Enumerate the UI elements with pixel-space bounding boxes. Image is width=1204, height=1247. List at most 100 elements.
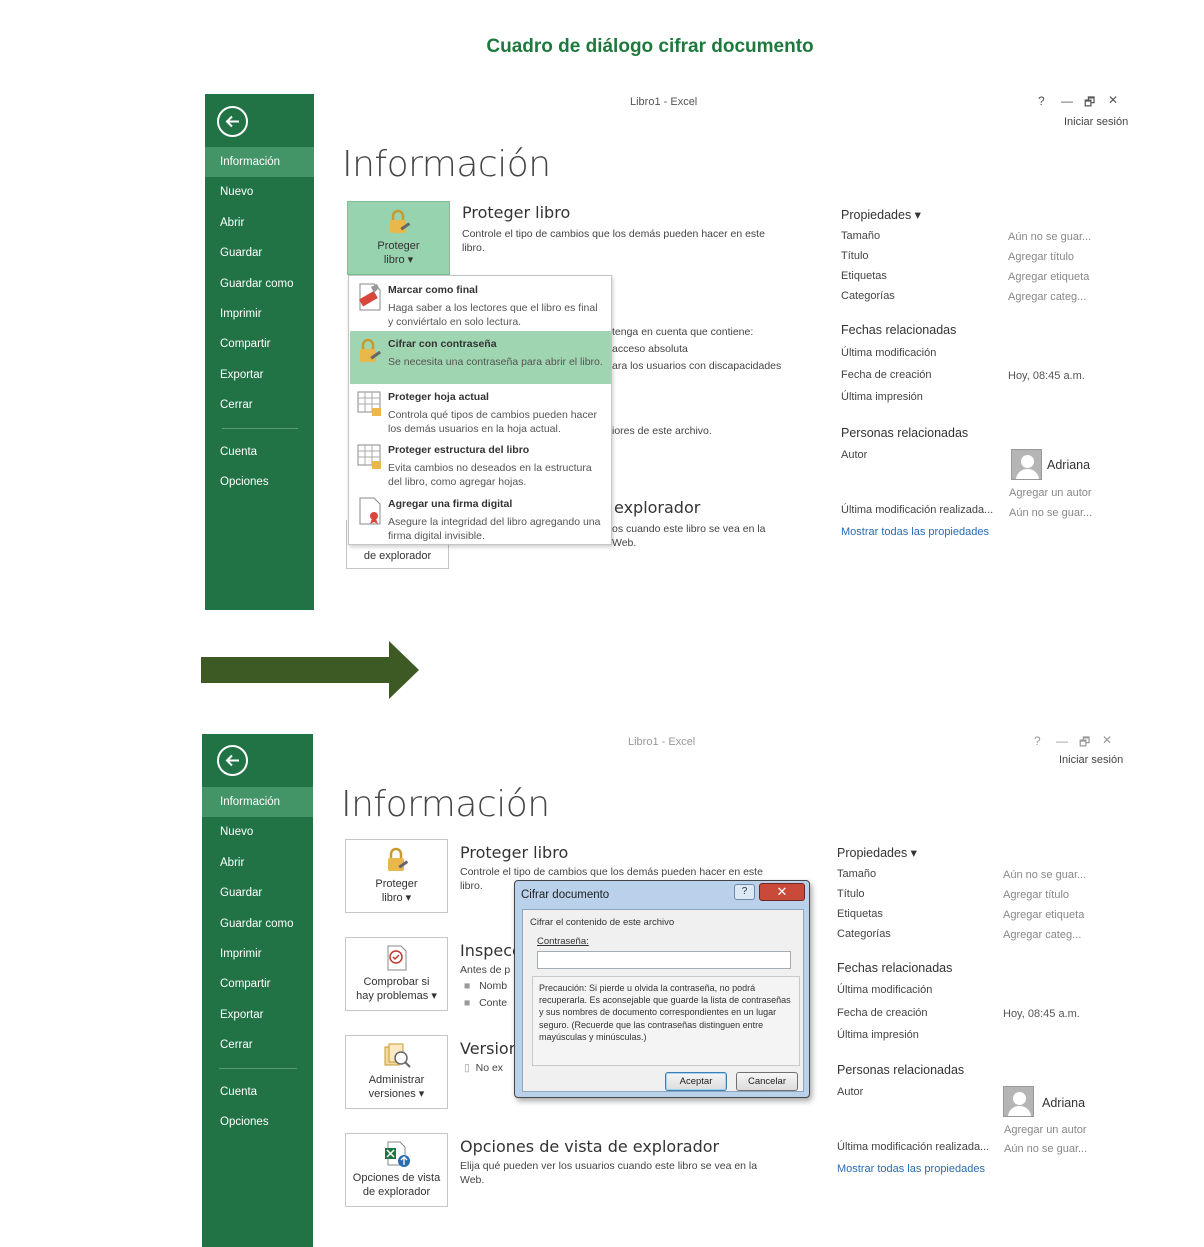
nav-item-opciones[interactable]: Opciones	[220, 475, 269, 488]
cancel-button[interactable]: Cancelar	[736, 1072, 798, 1091]
show-all-properties-link[interactable]: Mostrar todas las propiedades	[841, 526, 989, 538]
prop-value-tags[interactable]: Agregar etiqueta	[1008, 271, 1090, 283]
menu-item-protect-structure-title: Proteger estructura del libro	[388, 444, 530, 456]
nav-item-abrir[interactable]: Abrir	[220, 216, 245, 229]
nav-item-exportar[interactable]: Exportar	[220, 368, 264, 381]
dates-header: Fechas relacionadas	[837, 961, 953, 975]
last-modified-by-label: Última modificación realizada...	[841, 504, 994, 516]
figure-heading: Cuadro de diálogo cifrar documento	[486, 36, 814, 57]
nav-item-guardar[interactable]: Guardar	[220, 247, 263, 260]
properties-header[interactable]: Propiedades ▾	[841, 208, 921, 222]
date-label-created: Fecha de creación	[837, 1007, 928, 1019]
password-input[interactable]	[537, 951, 791, 969]
protect-workbook-button[interactable]: Proteger libro ▾	[347, 201, 450, 275]
close-icon[interactable]: ✕	[1102, 734, 1113, 747]
date-label-modified: Última modificación	[837, 984, 933, 996]
browser-section-title-fragment: explorador	[614, 498, 701, 517]
protect-tile-label-2: libro ▾	[383, 254, 414, 266]
menu-item-protect-structure-desc: Evita cambios no deseados en la estructu…	[388, 462, 592, 488]
prop-value-tags[interactable]: Agregar etiqueta	[1003, 909, 1085, 921]
browser-section-title: Opciones de vista de explorador	[460, 1137, 720, 1156]
minimize-icon[interactable]: —	[1061, 94, 1073, 108]
signin-link[interactable]: Iniciar sesión	[1064, 116, 1129, 128]
dialog-help-icon[interactable]: ?	[734, 884, 755, 900]
prop-label-title: Título	[841, 250, 869, 262]
nav-item-guardar[interactable]: Guardar	[220, 887, 263, 900]
inspect-tile-label-2: hay problemas ▾	[356, 990, 437, 1002]
document-check-icon	[387, 945, 406, 971]
prop-label-size: Tamaño	[837, 868, 877, 880]
nav-item-guardar-como[interactable]: Guardar como	[220, 917, 294, 930]
menu-item-protect-sheet-title: Proteger hoja actual	[388, 391, 489, 403]
menu-item-mark-final[interactable]: Marcar como final Haga saber a los lecto…	[350, 277, 611, 330]
restore-icon[interactable]: 🗗	[1084, 95, 1096, 109]
nav-item-nuevo[interactable]: Nuevo	[220, 186, 254, 199]
window-title: Libro1 - Excel	[630, 96, 698, 108]
inspect-tile-label-1: Comprobar si	[363, 976, 430, 988]
nav-item-nuevo[interactable]: Nuevo	[220, 826, 254, 839]
protect-section-title: Proteger libro	[462, 203, 571, 222]
protect-tile-label-1: Proteger	[375, 878, 418, 890]
sheet-lock-icon	[357, 391, 381, 416]
nav-item-informacion[interactable]: Información	[202, 787, 313, 818]
nav-item-imprimir[interactable]: Imprimir	[220, 307, 262, 320]
nav-item-compartir[interactable]: Compartir	[220, 978, 271, 991]
protect-workbook-button[interactable]: Proteger libro ▾	[345, 839, 448, 913]
excel-backstage-bottom: Información Nuevo Abrir Guardar Guardar …	[202, 734, 1130, 1247]
add-author-link[interactable]: Agregar un autor	[1009, 487, 1092, 499]
nav-item-opciones[interactable]: Opciones	[220, 1115, 269, 1128]
people-header: Personas relacionadas	[841, 426, 969, 440]
prop-label-size: Tamaño	[841, 230, 881, 242]
add-author-link[interactable]: Agregar un autor	[1004, 1124, 1087, 1136]
nav-item-guardar-como[interactable]: Guardar como	[220, 277, 294, 290]
nav-item-compartir[interactable]: Compartir	[220, 338, 271, 351]
back-arrow-icon[interactable]	[217, 106, 248, 137]
minimize-icon[interactable]: —	[1056, 734, 1068, 748]
menu-item-encrypt-password[interactable]: Cifrar con contraseña Se necesita una co…	[350, 331, 611, 384]
prop-value-categories[interactable]: Agregar categ...	[1003, 929, 1082, 941]
last-modified-by-value: Aún no se guar...	[1004, 1143, 1088, 1155]
menu-item-protect-sheet[interactable]: Proteger hoja actual Controla qué tipos …	[350, 384, 611, 437]
prop-value-title[interactable]: Agregar título	[1003, 889, 1070, 901]
manage-versions-button[interactable]: Administrar versiones ▾	[345, 1035, 448, 1109]
restore-icon[interactable]: 🗗	[1079, 735, 1091, 749]
nav-item-cuenta[interactable]: Cuenta	[220, 1085, 258, 1098]
show-all-properties-link[interactable]: Mostrar todas las propiedades	[837, 1163, 985, 1175]
date-label-printed: Última impresión	[837, 1029, 919, 1041]
structure-lock-icon	[357, 444, 381, 469]
check-issues-button[interactable]: Comprobar si hay problemas ▾	[345, 937, 448, 1011]
versions-section-desc: ▯ No ex	[464, 1062, 504, 1074]
ok-button[interactable]: Aceptar	[665, 1072, 727, 1091]
password-label: Contraseña:	[537, 936, 589, 947]
prop-value-title[interactable]: Agregar título	[1008, 251, 1075, 263]
nav-item-imprimir[interactable]: Imprimir	[220, 947, 262, 960]
prop-label-title: Título	[837, 888, 865, 900]
properties-header[interactable]: Propiedades ▾	[837, 846, 917, 860]
nav-item-cuenta[interactable]: Cuenta	[220, 445, 258, 458]
nav-item-cerrar[interactable]: Cerrar	[220, 399, 253, 412]
help-icon[interactable]: ?	[1038, 94, 1045, 108]
menu-item-protect-structure[interactable]: Proteger estructura del libro Evita camb…	[350, 437, 611, 490]
excel-backstage-top: Información Nuevo Abrir Guardar Guardar …	[205, 94, 1133, 610]
author-label: Autor	[841, 449, 868, 461]
nav-item-informacion[interactable]: Información	[205, 147, 314, 178]
browser-section-desc: Elija qué pueden ver los usuarios cuando…	[460, 1160, 758, 1186]
prop-label-categories: Categorías	[837, 928, 891, 940]
menu-item-digital-signature[interactable]: Agregar una firma digital Asegure la int…	[350, 491, 611, 544]
protect-workbook-menu: Marcar como final Haga saber a los lecto…	[348, 275, 612, 545]
dialog-close-icon[interactable]: ✕	[759, 883, 805, 901]
mark-final-icon	[359, 283, 381, 311]
prop-value-categories[interactable]: Agregar categ...	[1008, 291, 1087, 303]
signin-link[interactable]: Iniciar sesión	[1059, 754, 1124, 766]
versions-section-title: Version	[460, 1039, 519, 1058]
nav-item-exportar[interactable]: Exportar	[220, 1008, 264, 1021]
close-icon[interactable]: ✕	[1108, 94, 1119, 107]
help-icon[interactable]: ?	[1034, 734, 1041, 748]
nav-item-cerrar[interactable]: Cerrar	[220, 1039, 253, 1052]
last-modified-by-label: Última modificación realizada...	[837, 1141, 990, 1153]
avatar	[1011, 449, 1042, 480]
nav-item-abrir[interactable]: Abrir	[220, 856, 245, 869]
prop-label-categories: Categorías	[841, 290, 895, 302]
browser-view-options-button[interactable]: Opciones de vista de explorador	[345, 1133, 448, 1207]
back-arrow-icon[interactable]	[217, 745, 248, 776]
